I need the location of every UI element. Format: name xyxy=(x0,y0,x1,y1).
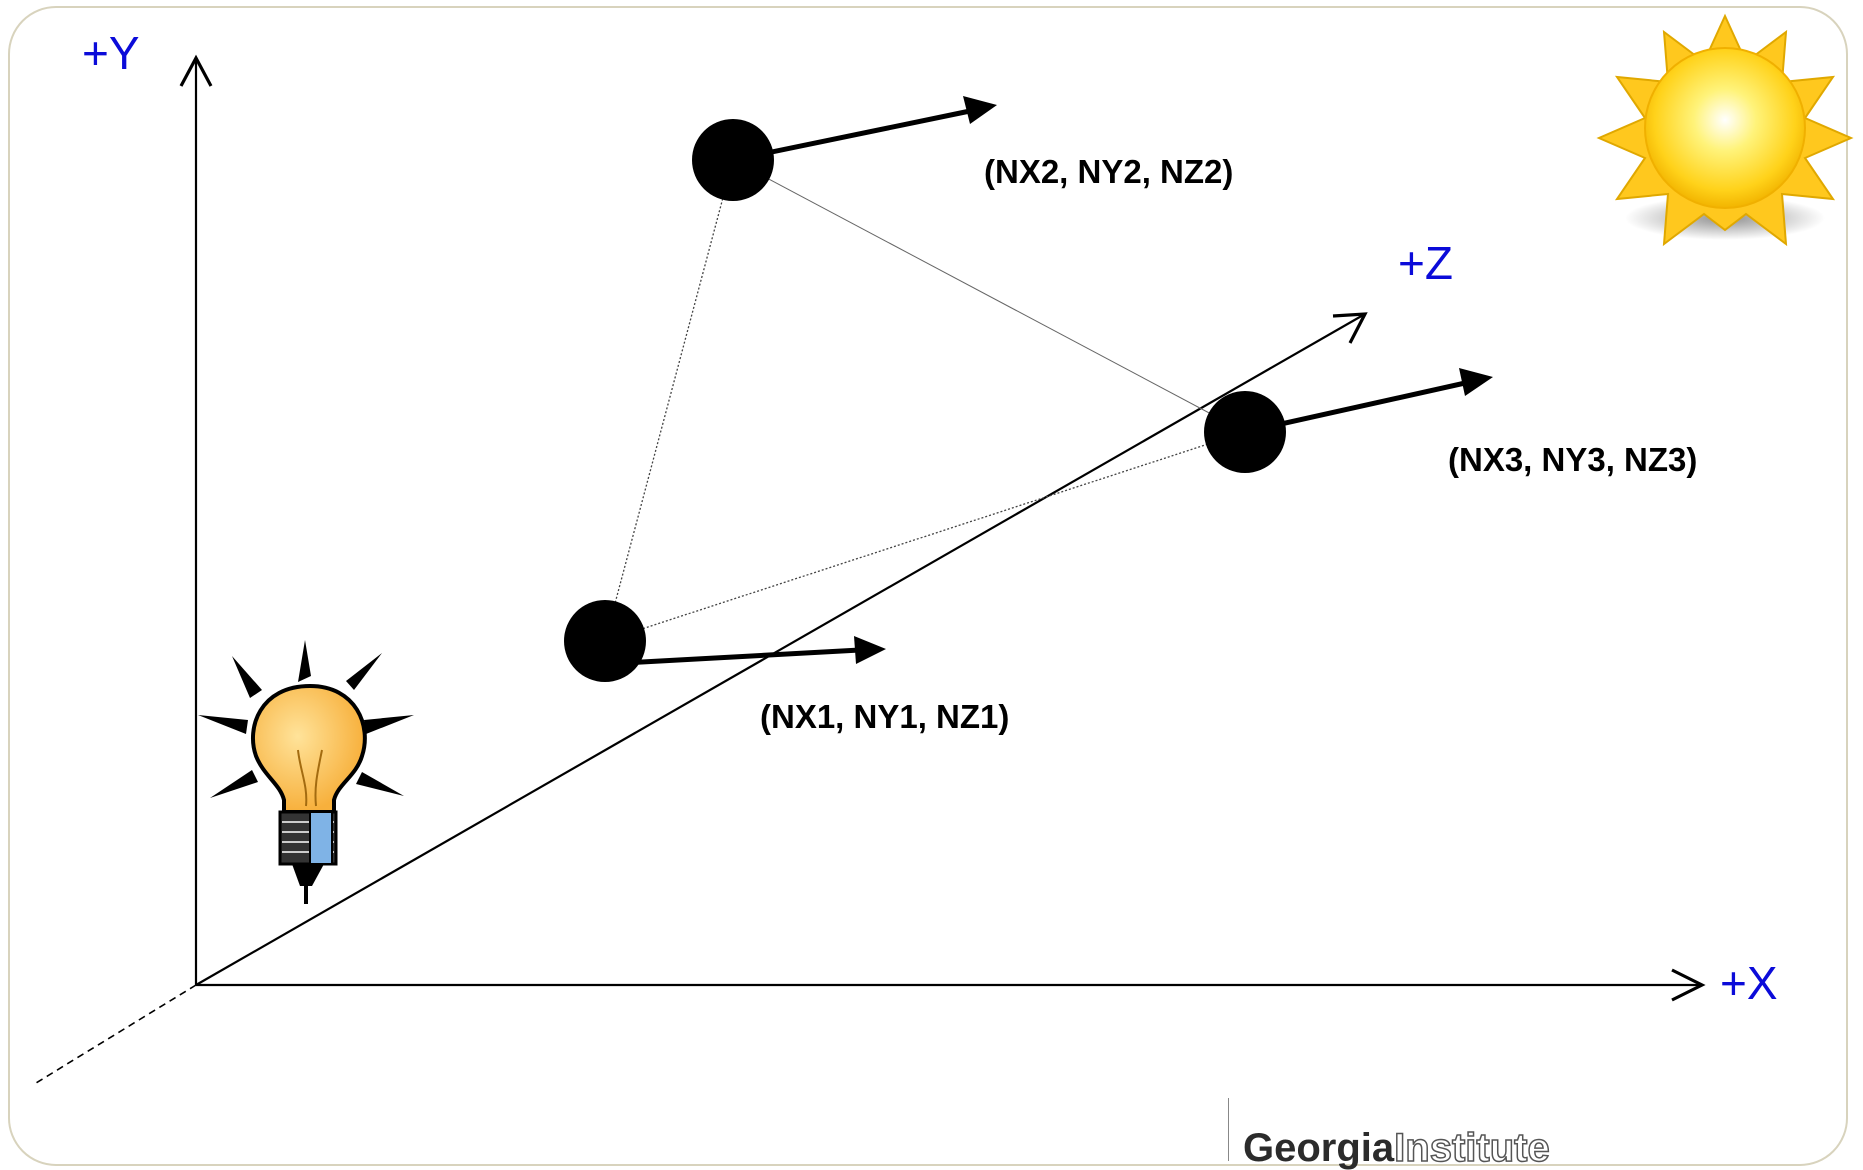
logo-bold-text: Georgia xyxy=(1243,1126,1395,1170)
vertex-3 xyxy=(1204,391,1286,473)
georgia-institute-logo: GeorgiaInstitute xyxy=(1243,1126,1550,1170)
triangle-edges xyxy=(604,159,1246,642)
x-axis-label: +X xyxy=(1720,957,1778,1009)
z-axis-label: +Z xyxy=(1398,237,1453,289)
z-axis xyxy=(35,312,1368,1084)
sun-icon xyxy=(1596,13,1854,247)
y-axis-label: +Y xyxy=(82,27,140,79)
normal-label-2: (NX2, NY2, NZ2) xyxy=(984,153,1234,190)
logo-divider xyxy=(1228,1098,1229,1161)
vertex-1 xyxy=(564,600,646,682)
normal-label-3: (NX3, NY3, NZ3) xyxy=(1448,441,1698,478)
vertex-2 xyxy=(692,119,774,201)
light-bulb-icon xyxy=(198,640,414,904)
y-axis xyxy=(179,54,213,985)
normal-arrow-1 xyxy=(604,636,886,667)
x-axis xyxy=(196,968,1706,1002)
logo-outline-text: Institute xyxy=(1393,1126,1550,1170)
normal-label-1: (NX1, NY1, NZ1) xyxy=(760,698,1010,735)
